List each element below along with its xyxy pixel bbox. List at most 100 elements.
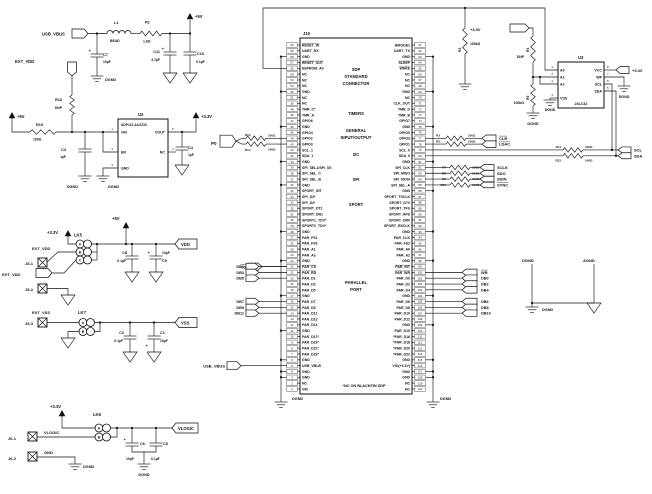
pin-label: SPI_CLK: [395, 166, 410, 170]
junction-dot: [431, 125, 435, 128]
component-ref: C3: [61, 148, 66, 152]
polarity-plus: +: [162, 46, 165, 51]
polarity-plus: +: [146, 343, 149, 348]
pin-number-box: [286, 182, 298, 188]
polarity-plus: +: [124, 437, 127, 442]
pin-number: 60: [290, 43, 294, 47]
net-label: VLOGIC: [44, 430, 59, 435]
net-label: VDD: [181, 242, 190, 247]
junction-dot: [431, 55, 435, 58]
pin-number: 68: [418, 84, 422, 88]
component-ref: U2: [138, 112, 144, 117]
pin-number: 58: [290, 55, 294, 59]
section-label: INPUT/OUTPUT: [341, 135, 372, 140]
component-value: 100kΩ: [470, 42, 481, 46]
pin-number-box: [286, 42, 298, 48]
section-label: I2C: [353, 152, 360, 157]
component-ref: R13: [245, 133, 251, 137]
connector-ref: J5-1: [25, 261, 34, 266]
net-tag: [174, 238, 198, 250]
pin-number-box: [414, 339, 426, 345]
component-value: 24LC32: [575, 102, 588, 106]
connector-ref: J6-2: [8, 456, 17, 461]
pin-number: 14: [290, 311, 294, 315]
component-ref: LK7: [78, 310, 87, 315]
section-label: TIMERS: [348, 111, 364, 116]
junction-dot: [431, 189, 435, 192]
pin-number: 78: [418, 142, 422, 146]
pin-label: EN: [121, 151, 126, 155]
pin-label: NC: [302, 382, 308, 386]
power-label: +5V: [195, 14, 203, 19]
pin-number-box: [286, 60, 298, 65]
jumper-letter: B: [79, 250, 82, 254]
pin-number: 36: [290, 183, 294, 187]
junction-dot: [431, 160, 435, 163]
pin-number-box: [286, 176, 298, 182]
resistor: [445, 141, 467, 147]
pin-number: 17: [290, 294, 294, 298]
pin-label: PAR_D0: [396, 277, 410, 281]
pin-number: 120: [418, 387, 423, 391]
pin-number: 24: [290, 253, 294, 257]
pin-label: SDA: [594, 90, 602, 94]
net-label: DB5: [236, 277, 244, 281]
pin-label: GPIO1: [399, 143, 410, 147]
pin-label: GND: [121, 167, 129, 171]
pin-number-box: [414, 293, 426, 299]
pin-number-box: [286, 339, 298, 345]
pin-number: 75: [418, 125, 422, 129]
pin-number: 29: [290, 224, 294, 228]
net-label: USB_VBUS: [42, 32, 65, 37]
pin-label: TMR_B: [398, 113, 411, 117]
net-label: DB0: [481, 277, 489, 281]
pin-number: 84: [418, 177, 422, 181]
component-ref: J10: [303, 31, 311, 36]
pin-number: 28: [290, 230, 294, 234]
pin-number: 102: [418, 282, 423, 286]
gnd-label: DGND: [83, 465, 94, 469]
pin-number: 117: [418, 370, 423, 374]
pin-number: 85: [418, 183, 422, 187]
footnote: *NC ON BLACKFIN SDP: [342, 384, 385, 388]
gnd-symbol: [162, 72, 178, 84]
pin-number: 13: [290, 317, 294, 321]
component-value: 10µF: [103, 60, 111, 64]
pin-number-box: [286, 252, 298, 258]
pin-number-box: [286, 199, 298, 205]
pin-label: A0: [560, 69, 565, 73]
pin-number: 12: [290, 323, 294, 327]
wire: [37, 456, 76, 464]
component-ref: LK5: [74, 233, 83, 238]
pin-number: 5: [172, 127, 174, 131]
u3-eeprom: [557, 61, 605, 109]
pin-number: 113: [418, 346, 423, 350]
pin-number-box: [414, 363, 426, 369]
pin-label: VIN: [302, 387, 308, 391]
gnd-label: DGND: [440, 397, 451, 401]
pin-label: PAR_D21*: [302, 347, 319, 351]
pin-label: VCC: [594, 69, 602, 73]
pin-number-box: [286, 293, 298, 299]
pin-label: GND: [402, 259, 410, 263]
pin-label: SPORT_DT0: [389, 201, 410, 205]
pin-number-box: [286, 89, 298, 95]
gnd-symbol: [60, 337, 76, 349]
component-value: DNP: [517, 55, 525, 59]
pin-number: 2: [291, 381, 293, 385]
pin-label: SPI_MOSI: [393, 177, 410, 181]
jumper-circle: [86, 327, 95, 336]
resistor: [29, 129, 57, 135]
pin-number: 115: [418, 358, 423, 362]
pin-label: GPIO7: [399, 119, 410, 123]
pin-label: TMR_D: [398, 108, 411, 112]
wire: [529, 27, 534, 36]
pin-number: 2: [551, 72, 553, 76]
net-label: EXT_VDD: [32, 246, 51, 251]
net-tag: [245, 274, 260, 282]
pin-number: 49: [290, 107, 294, 111]
pin-number: 1: [111, 127, 113, 131]
component-value: 100Ω: [468, 134, 476, 138]
pin-number: 42: [290, 148, 294, 152]
